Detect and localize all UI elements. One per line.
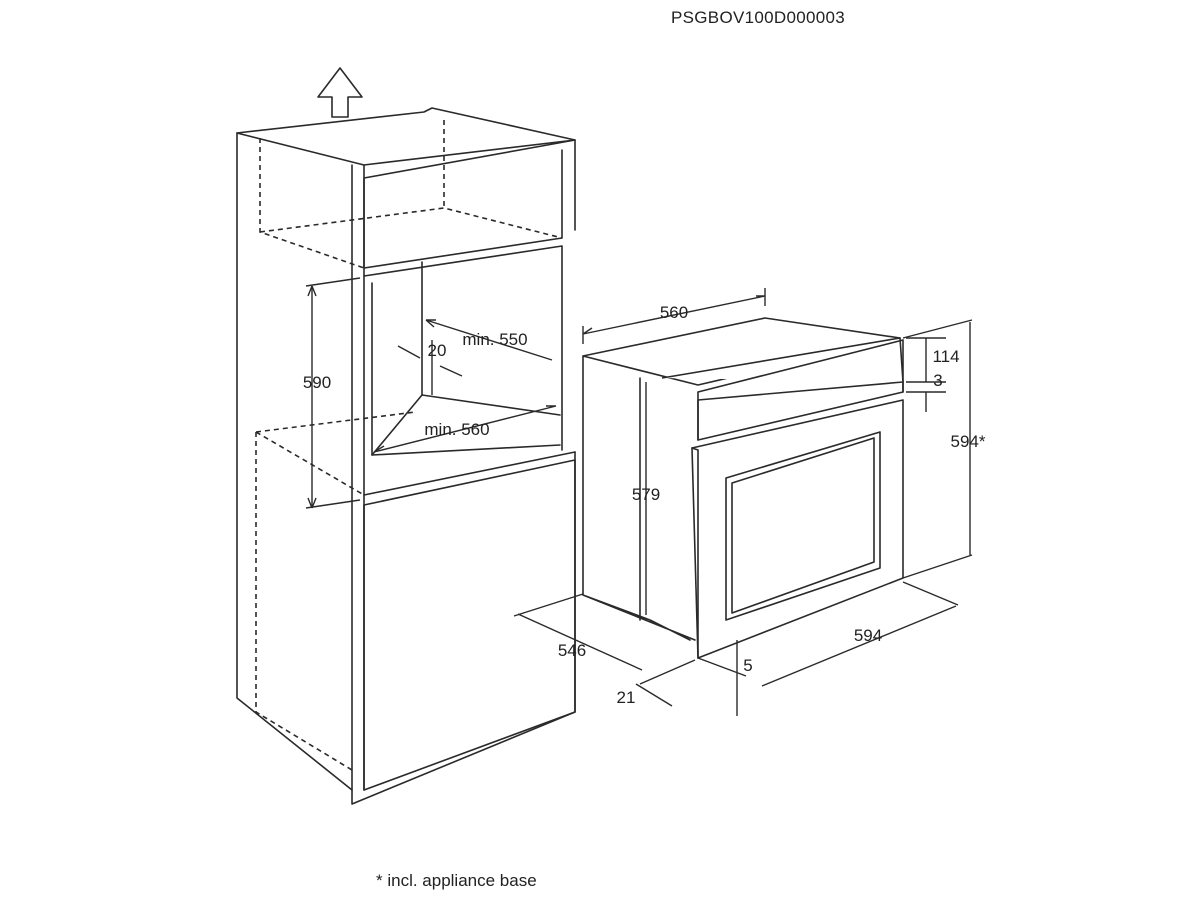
cabinet-lower-door bbox=[363, 451, 576, 791]
dim-line-21 bbox=[635, 659, 696, 707]
dim-label-590: 590 bbox=[303, 373, 331, 392]
drawing-code: PSGBOV100D000003 bbox=[671, 8, 845, 27]
cabinet-top bbox=[236, 107, 576, 231]
oven-control-panel-front bbox=[697, 339, 904, 441]
dim-label-20: 20 bbox=[428, 341, 447, 360]
dim-line-min560 bbox=[373, 405, 557, 453]
dim-label-579: 579 bbox=[632, 485, 660, 504]
dim-label-5: 5 bbox=[743, 656, 752, 675]
dim-line-594-front bbox=[761, 581, 959, 687]
dim-label-3: 3 bbox=[933, 371, 942, 390]
dim-line-114 bbox=[906, 337, 946, 412]
dim-line-560 bbox=[582, 288, 766, 344]
oven-body-side bbox=[582, 355, 696, 641]
dim-line-546 bbox=[513, 593, 643, 671]
dim-label-114: 114 bbox=[932, 347, 959, 366]
dim-line-590-arrows bbox=[307, 285, 317, 509]
cabinet-niche-floor bbox=[371, 394, 561, 456]
dim-line-20 bbox=[397, 340, 463, 395]
oven: 560 114 3 594* 579 546 594 5 21 bbox=[513, 288, 986, 716]
dim-line-594-height bbox=[902, 319, 973, 579]
dim-line-590 bbox=[305, 277, 361, 509]
dim-label-594-front: 594 bbox=[854, 626, 882, 645]
dim-label-594-height: 594* bbox=[951, 432, 986, 451]
dim-line-5 bbox=[697, 640, 747, 716]
cabinet-upper-hidden bbox=[259, 120, 563, 269]
dim-label-546: 546 bbox=[558, 641, 586, 660]
dim-label-min560: min. 560 bbox=[424, 420, 489, 439]
cabinet-side-panel bbox=[236, 132, 576, 805]
ventilation-arrow-icon bbox=[317, 67, 363, 118]
cabinet: 590 min. 550 20 min. 560 bbox=[236, 67, 576, 805]
dim-label-560: 560 bbox=[660, 303, 688, 322]
footnote: * incl. appliance base bbox=[376, 871, 537, 890]
dim-label-min550: min. 550 bbox=[462, 330, 527, 349]
dim-label-21: 21 bbox=[617, 688, 636, 707]
oven-window-inner bbox=[731, 437, 875, 614]
dim-line-min550 bbox=[425, 319, 553, 361]
oven-door-inner bbox=[691, 447, 699, 659]
cabinet-lower-hidden bbox=[255, 411, 416, 771]
oven-window bbox=[725, 431, 881, 621]
